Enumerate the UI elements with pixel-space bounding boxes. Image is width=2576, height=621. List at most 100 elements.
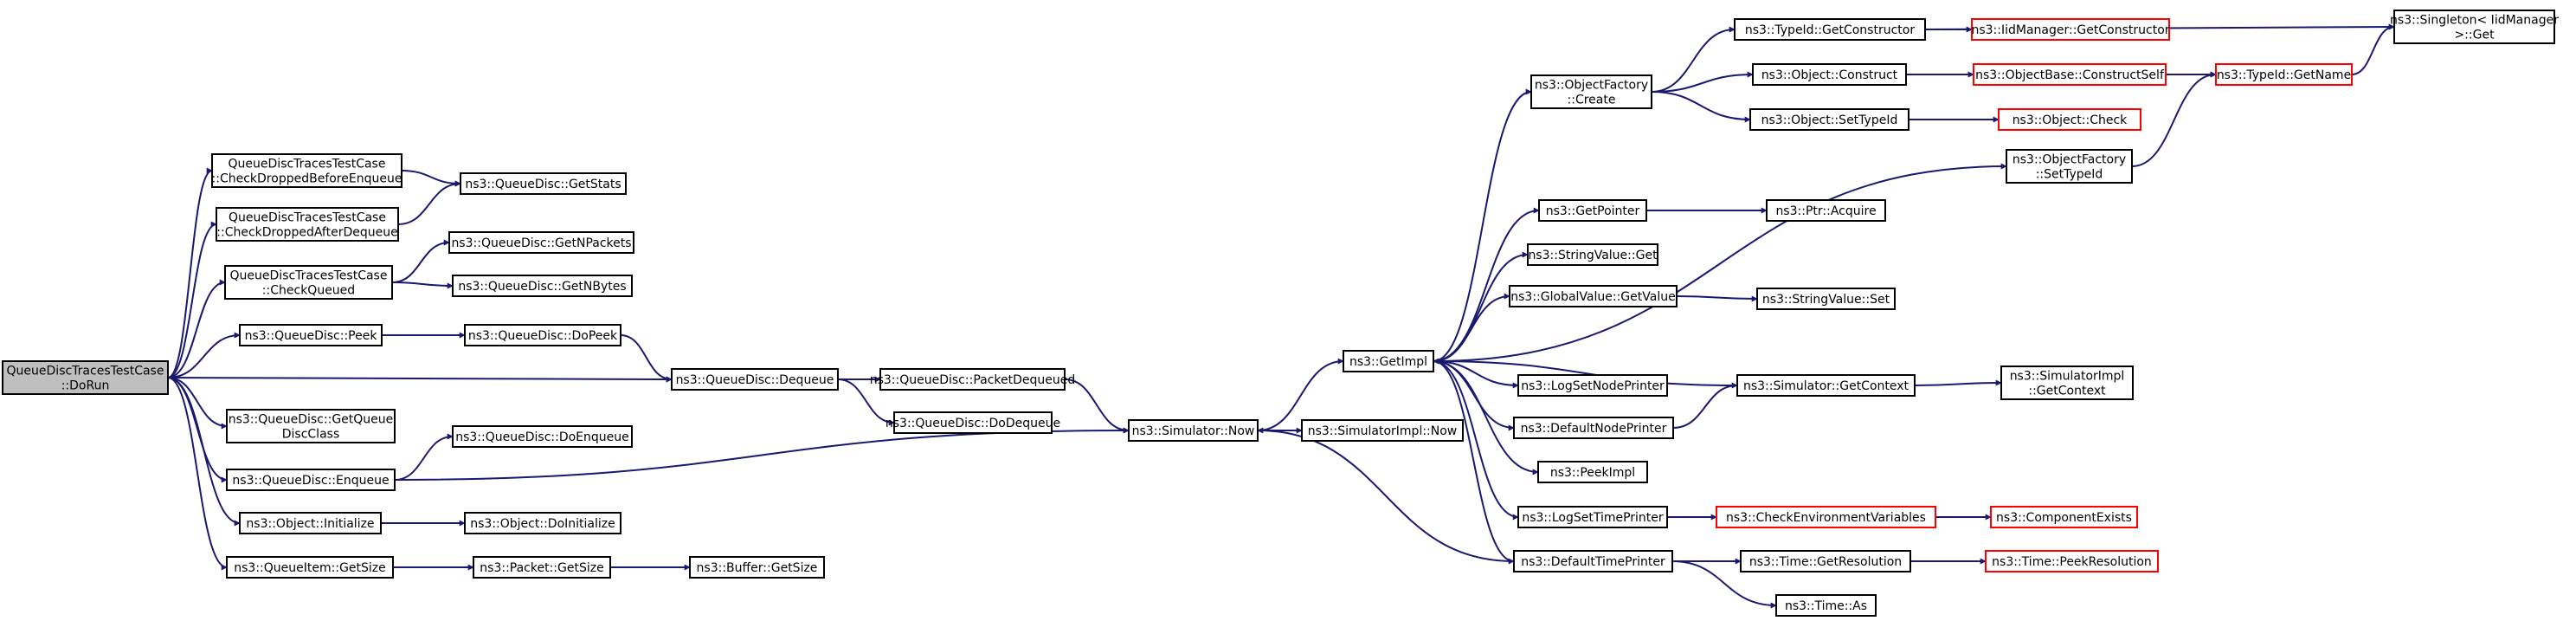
node-tas[interactable]: ns3::Time::As [1775, 594, 1877, 617]
node-pgs[interactable]: ns3::Packet::GetSize [473, 556, 611, 579]
node-obcs[interactable]: ns3::ObjectBase::ConstructSelf [1973, 63, 2167, 86]
node-pdeq[interactable]: ns3::QueueDisc::PacketDequeued [870, 368, 1076, 391]
node-label: ns3::Ptr::Acquire [1775, 204, 1876, 218]
node-box [1517, 374, 1668, 397]
node-label: >::Get [2454, 29, 2495, 42]
node-box [689, 556, 825, 579]
node-label: ns3::QueueDisc::Enqueue [232, 474, 389, 488]
node-tgc[interactable]: ns3::TypeId::GetConstructor [1734, 18, 1926, 41]
edge-getimpl-to-dtp [1433, 360, 1515, 565]
node-snow[interactable]: ns3::Simulator::Now [1128, 419, 1259, 442]
node-box [2215, 63, 2353, 86]
node-qigs[interactable]: ns3::QueueItem::GetSize [226, 556, 394, 579]
node-box [1736, 374, 1916, 397]
node-tpr[interactable]: ns3::Time::PeekResolution [1985, 550, 2159, 572]
node-box [211, 153, 402, 188]
edge-dopeek-to-deq [620, 334, 673, 383]
node-label: ns3::QueueDisc::GetNBytes [458, 280, 626, 294]
node-box [460, 172, 627, 195]
node-osti[interactable]: ns3::Object::SetTypeId [1749, 108, 1909, 131]
node-iidgc[interactable]: ns3::IidManager::GetConstructor [1971, 18, 2170, 41]
node-oinit[interactable]: ns3::Object::Initialize [239, 512, 382, 534]
node-peek[interactable]: ns3::QueueDisc::Peek [239, 324, 383, 346]
node-ofsti[interactable]: ns3::ObjectFactory::SetTypeId [2006, 149, 2133, 184]
node-label: ns3::StringValue::Get [1528, 249, 1658, 262]
node-dtp[interactable]: ns3::DefaultTimePrinter [1513, 550, 1673, 572]
node-box [464, 324, 621, 346]
edge-pdeq-to-snow [1064, 378, 1130, 434]
node-gvget[interactable]: ns3::GlobalValue::GetValue [1509, 285, 1678, 307]
node-label: ns3::StringValue::Set [1762, 293, 1890, 307]
node-dopeek[interactable]: ns3::QueueDisc::DoPeek [464, 324, 621, 346]
edge-cdbe-to-getstats [401, 170, 461, 187]
node-label: ns3::QueueDisc::GetQueue [229, 413, 394, 427]
node-peekimpl[interactable]: ns3::PeekImpl [1537, 461, 1648, 483]
edge-ofcreate-to-tgc [1651, 26, 1736, 93]
node-tgn[interactable]: ns3::TypeId::GetName [2215, 63, 2353, 86]
node-lsnp[interactable]: ns3::LogSetNodePrinter [1517, 374, 1668, 397]
node-getstats[interactable]: ns3::QueueDisc::GetStats [460, 172, 627, 195]
node-label: ns3::Object::SetTypeId [1761, 113, 1898, 127]
node-label: ns3::QueueItem::GetSize [234, 561, 386, 575]
node-cev[interactable]: ns3::CheckEnvironmentVariables [1716, 506, 1936, 528]
node-ce[interactable]: ns3::ComponentExists [1990, 506, 2138, 528]
node-label: ns3::Object::Initialize [246, 517, 374, 531]
node-box [1527, 243, 1658, 266]
node-getnp[interactable]: ns3::QueueDisc::GetNPackets [448, 231, 634, 254]
node-label: ns3::ObjectFactory [1535, 79, 1648, 93]
node-box [2, 360, 169, 395]
node-sgc[interactable]: ns3::Simulator::GetContext [1736, 374, 1916, 397]
node-label: QueueDiscTracesTestCase [229, 158, 386, 171]
node-label: ns3::Object::DoInitialize [470, 517, 615, 531]
node-box [216, 207, 399, 242]
edge-getimpl-to-svget [1433, 251, 1529, 362]
node-svget[interactable]: ns3::StringValue::Get [1527, 243, 1658, 266]
node-odoinit[interactable]: ns3::Object::DoInitialize [464, 512, 621, 534]
node-bgs[interactable]: ns3::Buffer::GetSize [689, 556, 825, 579]
edge-snow-to-getimpl [1257, 358, 1344, 431]
node-label: ns3::Time::PeekResolution [1992, 555, 2152, 569]
edge-root-to-oinit [167, 377, 241, 527]
node-box [452, 425, 633, 448]
edge-cq-to-getnp [391, 239, 450, 283]
node-getimpl[interactable]: ns3::GetImpl [1343, 350, 1434, 372]
node-getnb[interactable]: ns3::QueueDisc::GetNBytes [452, 275, 633, 297]
edge-sgc-to-sigc [1914, 379, 2002, 386]
edge-ofcreate-to-oconstruct [1651, 71, 1754, 93]
node-dodeq[interactable]: ns3::QueueDisc::DoDequeue [886, 411, 1060, 434]
node-cdad[interactable]: QueueDiscTracesTestCase::CheckDroppedAft… [216, 207, 399, 242]
node-box [239, 324, 383, 346]
edge-cdad-to-getstats [397, 180, 461, 225]
node-label: ns3::QueueDisc::GetStats [465, 178, 621, 191]
node-label: ns3::QueueDisc::DoPeek [468, 329, 618, 343]
node-dnp[interactable]: ns3::DefaultNodePrinter [1513, 417, 1674, 439]
node-sigc[interactable]: ns3::SimulatorImpl::GetContext [2000, 365, 2134, 400]
node-deq[interactable]: ns3::QueueDisc::Dequeue [671, 368, 839, 391]
node-oconstruct[interactable]: ns3::Object::Construct [1752, 63, 1907, 86]
node-label: ns3::SimulatorImpl [2010, 370, 2125, 384]
node-box [1513, 550, 1673, 572]
node-ocheck[interactable]: ns3::Object::Check [1998, 108, 2141, 131]
node-lstp[interactable]: ns3::LogSetTimePrinter [1517, 506, 1668, 528]
node-ptracq[interactable]: ns3::Ptr::Acquire [1766, 199, 1886, 222]
node-cq[interactable]: QueueDiscTracesTestCase::CheckQueued [224, 265, 393, 300]
node-label: ns3::DefaultTimePrinter [1521, 555, 1665, 569]
edge-getimpl-to-gvget [1433, 293, 1510, 362]
node-sinow[interactable]: ns3::SimulatorImpl::Now [1301, 419, 1464, 442]
node-svset[interactable]: ns3::StringValue::Set [1756, 288, 1896, 310]
node-tgr[interactable]: ns3::Time::GetResolution [1740, 550, 1911, 572]
node-singleton[interactable]: ns3::Singleton< IidManager>::Get [2390, 10, 2559, 44]
node-doenq[interactable]: ns3::QueueDisc::DoEnqueue [452, 425, 633, 448]
node-cdbe[interactable]: QueueDiscTracesTestCase::CheckDroppedBef… [211, 153, 402, 188]
edge-ofcreate-to-osti [1651, 91, 1751, 123]
node-label: ns3::TypeId::GetName [2217, 68, 2351, 82]
node-box [473, 556, 611, 579]
node-enq[interactable]: ns3::QueueDisc::Enqueue [226, 469, 396, 491]
node-root[interactable]: QueueDiscTracesTestCase::DoRun [2, 360, 169, 395]
node-box [1128, 419, 1259, 442]
node-getptr[interactable]: ns3::GetPointer [1538, 199, 1647, 222]
edge-sgc-to-getimpl [1433, 358, 1738, 386]
node-ofcreate[interactable]: ns3::ObjectFactory::Create [1530, 74, 1652, 109]
